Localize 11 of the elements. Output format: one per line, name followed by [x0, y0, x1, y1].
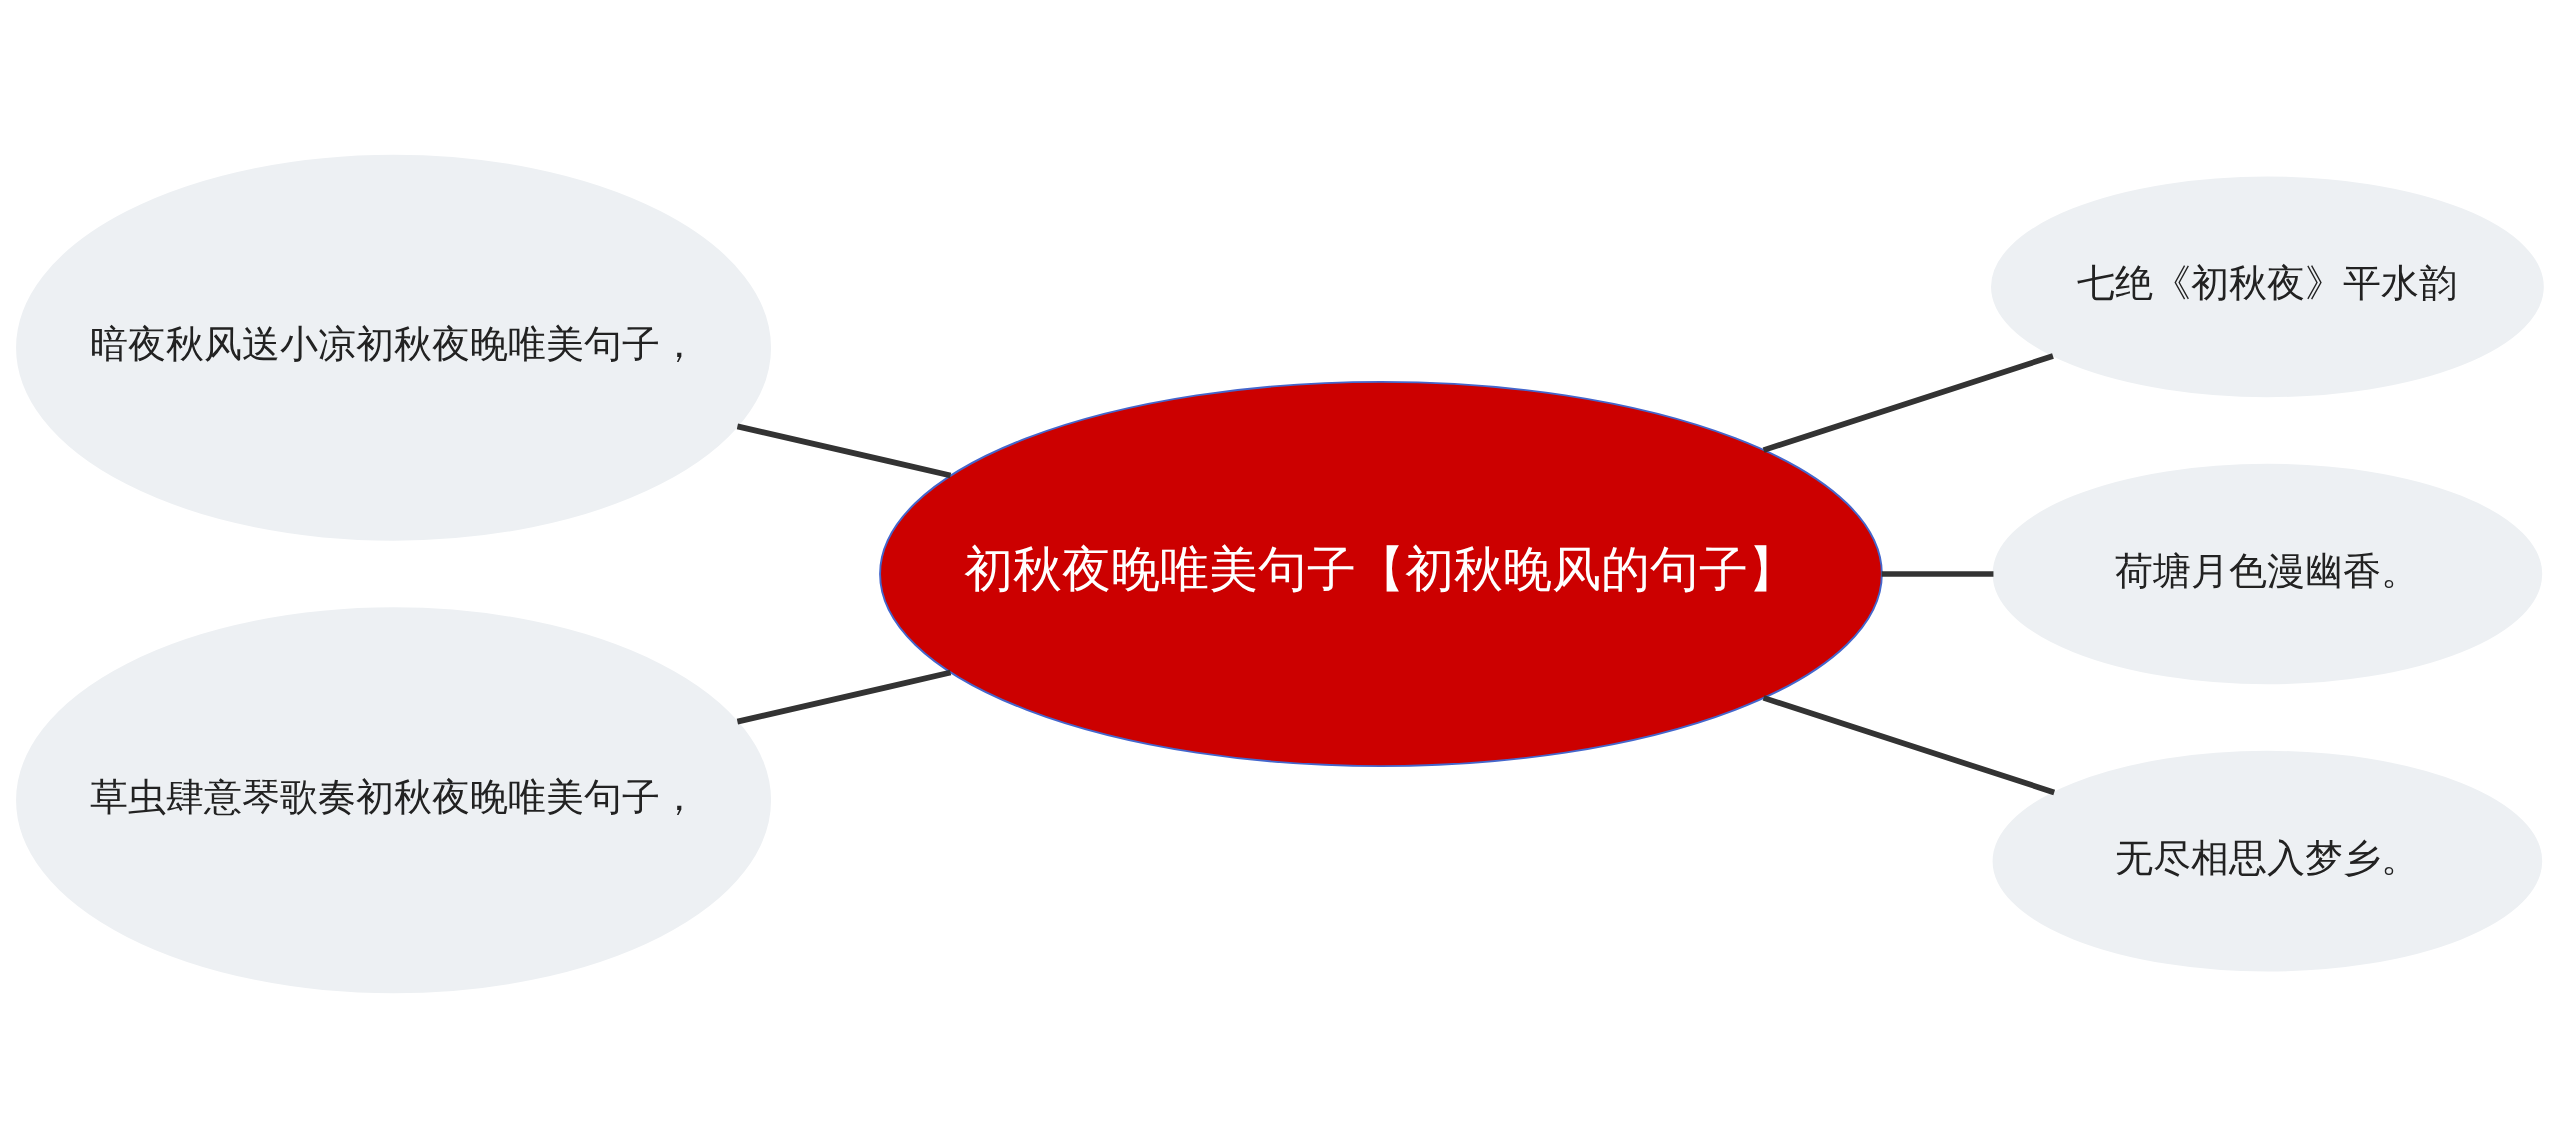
node-ellipse: 暗夜秋风送小凉初秋夜晚唯美句子，: [16, 154, 772, 541]
connector: [1762, 352, 2054, 453]
node-ellipse: 无尽相思入梦乡。: [1992, 750, 2543, 971]
node-ellipse: 草虫肆意琴歌奏初秋夜晚唯美句子，: [16, 606, 772, 993]
connector: [1762, 694, 2056, 795]
connector: [736, 423, 952, 478]
connector: [1881, 570, 1994, 577]
node-ellipse: 初秋夜晚唯美句子【初秋晚风的句子】: [879, 380, 1883, 767]
node-ellipse: 荷塘月色漫幽香。: [1992, 463, 2543, 684]
node-ellipse: 七绝《初秋夜》平水韵: [1991, 176, 2544, 397]
connector: [736, 669, 952, 724]
